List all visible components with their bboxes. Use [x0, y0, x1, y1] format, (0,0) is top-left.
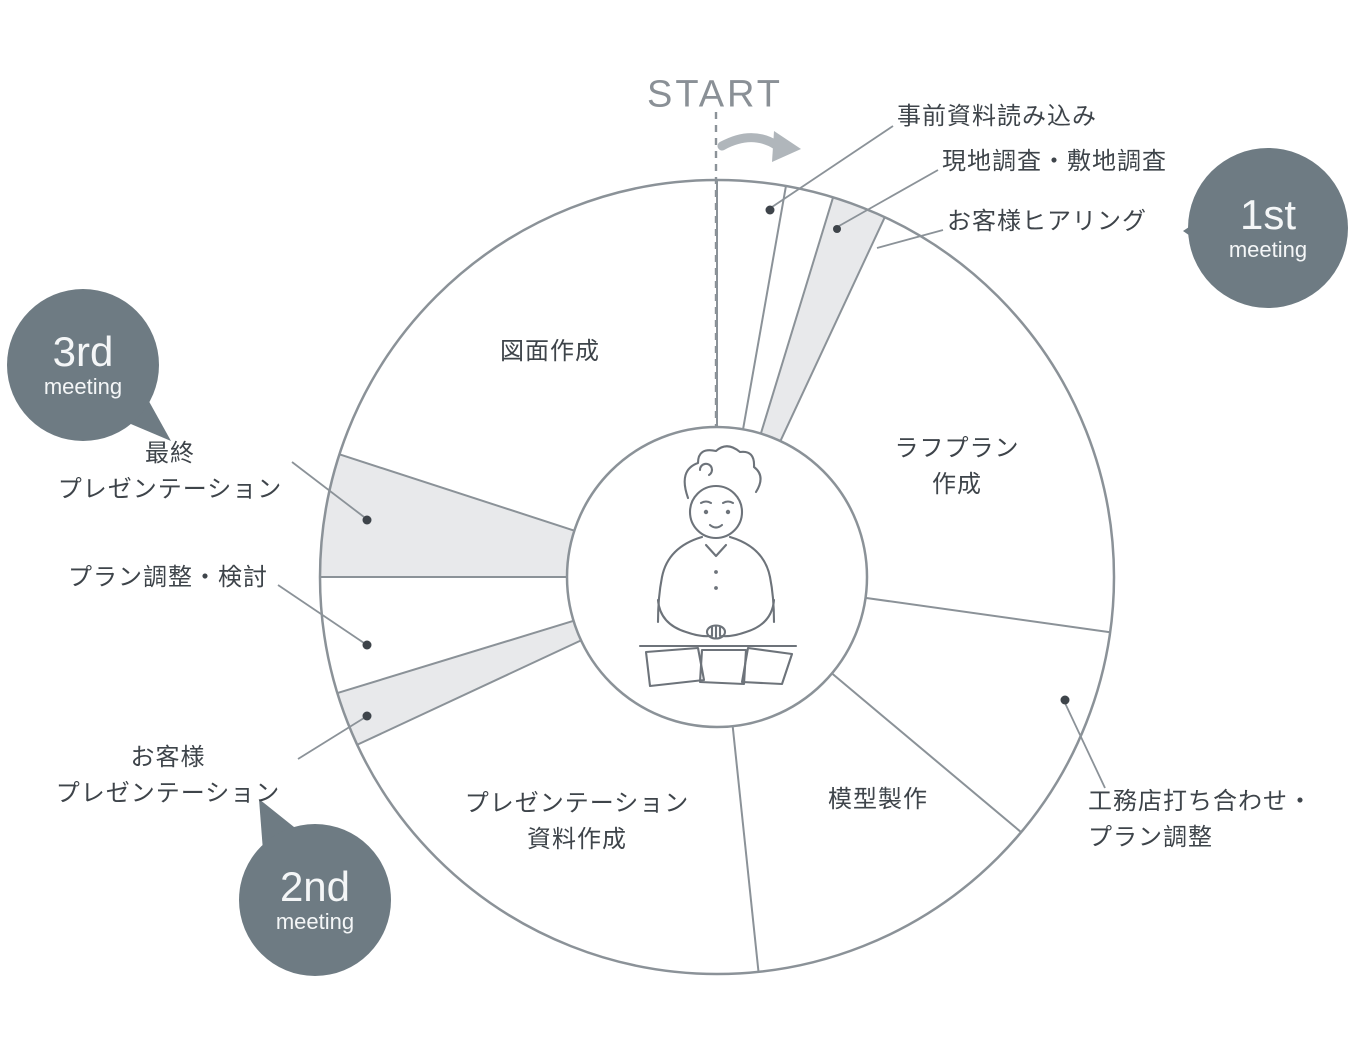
second-meeting-bubble: 2nd meeting: [239, 824, 391, 976]
third-meeting-number: 3rd: [52, 327, 114, 375]
eyebrow-right-icon: [721, 500, 735, 505]
leader-plan-review: [277, 584, 365, 644]
callout-label-final-presentation: 最終 プレゼンテーション: [57, 440, 283, 503]
segment-label-drawing-creation: 図面作成: [500, 338, 600, 365]
leader-pre-materials: [771, 125, 894, 208]
second-meeting-number: 2nd: [279, 862, 351, 910]
second-meeting-word: meeting: [275, 908, 355, 934]
hair-icon: [683, 445, 762, 500]
eye-right-icon: [725, 509, 731, 515]
leader-final-presentation: [291, 461, 365, 518]
segment-boundary-line: [339, 453, 575, 532]
leader-contractor-meeting: [1064, 702, 1106, 789]
first-meeting-word: meeting: [1228, 236, 1308, 262]
face-icon: [688, 484, 744, 540]
arm-left-icon: [656, 598, 712, 638]
paper-icon: [740, 646, 794, 686]
callout-label-plan-review: プラン調整・検討: [68, 564, 268, 591]
segment-boundary-line: [831, 672, 1022, 833]
paper-icon: [698, 648, 748, 686]
third-meeting-bubble: 3rd meeting: [7, 289, 159, 441]
leader-client-hearing: [876, 229, 944, 249]
dot-contractor-meeting: [1060, 695, 1070, 705]
dot-plan-review: [362, 640, 372, 650]
button-icon: [714, 586, 718, 590]
hair-curl-icon: [698, 462, 714, 477]
leader-client-presentation: [297, 717, 365, 760]
fingers-icon: [710, 624, 722, 639]
segment-boundary-line: [337, 619, 574, 695]
segment-shade-client-hearing: [760, 197, 885, 442]
segment-boundary-line: [779, 216, 886, 442]
dot-final-presentation: [362, 515, 372, 525]
start-label: START: [646, 73, 784, 116]
dot-pre-materials: [765, 205, 775, 215]
eyebrow-left-icon: [699, 500, 713, 505]
clockwise-arrow-icon: [717, 133, 781, 151]
third-meeting-word: meeting: [43, 373, 123, 399]
segment-shade-final-presentation: [320, 454, 575, 577]
wheel-layer: [318, 178, 1116, 976]
callout-label-pre-materials: 事前資料読み込み: [897, 103, 1097, 130]
bubble-tail-third-meeting: [119, 396, 171, 441]
dot-site-survey: [833, 225, 841, 233]
button-icon: [714, 570, 718, 574]
clockwise-arrow-head-icon: [772, 131, 801, 162]
mouth-icon: [708, 523, 724, 529]
first-meeting-bubble: 1st meeting: [1188, 148, 1348, 308]
leader-site-survey: [838, 169, 939, 227]
architect-illustration: [638, 445, 798, 688]
dot-client-presentation: [362, 711, 372, 721]
segment-shade-client-presentation: [337, 620, 582, 745]
callout-label-client-hearing: お客様ヒアリング: [947, 208, 1147, 235]
eye-left-icon: [703, 509, 709, 515]
segment-label-presentation-materials: プレゼンテーション 資料作成: [464, 790, 690, 853]
segment-label-model-making: 模型製作: [828, 786, 928, 813]
segment-boundary-line: [865, 596, 1111, 634]
segment-boundary-line: [759, 197, 835, 434]
callout-label-contractor-meeting: 工務店打ち合わせ・ プラン調整: [1088, 788, 1313, 851]
segment-boundary-line: [742, 185, 787, 430]
collar-icon: [704, 543, 728, 558]
arm-right-icon: [720, 598, 776, 638]
segment-label-rough-plan: ラフプラン 作成: [894, 435, 1020, 498]
callout-label-site-survey: 現地調査・敷地調査: [942, 148, 1167, 175]
callout-label-client-presentation: お客様 プレゼンテーション: [55, 744, 281, 807]
segment-boundary-line: [356, 639, 582, 746]
paper-icon: [644, 646, 706, 688]
first-meeting-number: 1st: [1239, 190, 1297, 238]
segment-boundary-line: [731, 726, 760, 972]
